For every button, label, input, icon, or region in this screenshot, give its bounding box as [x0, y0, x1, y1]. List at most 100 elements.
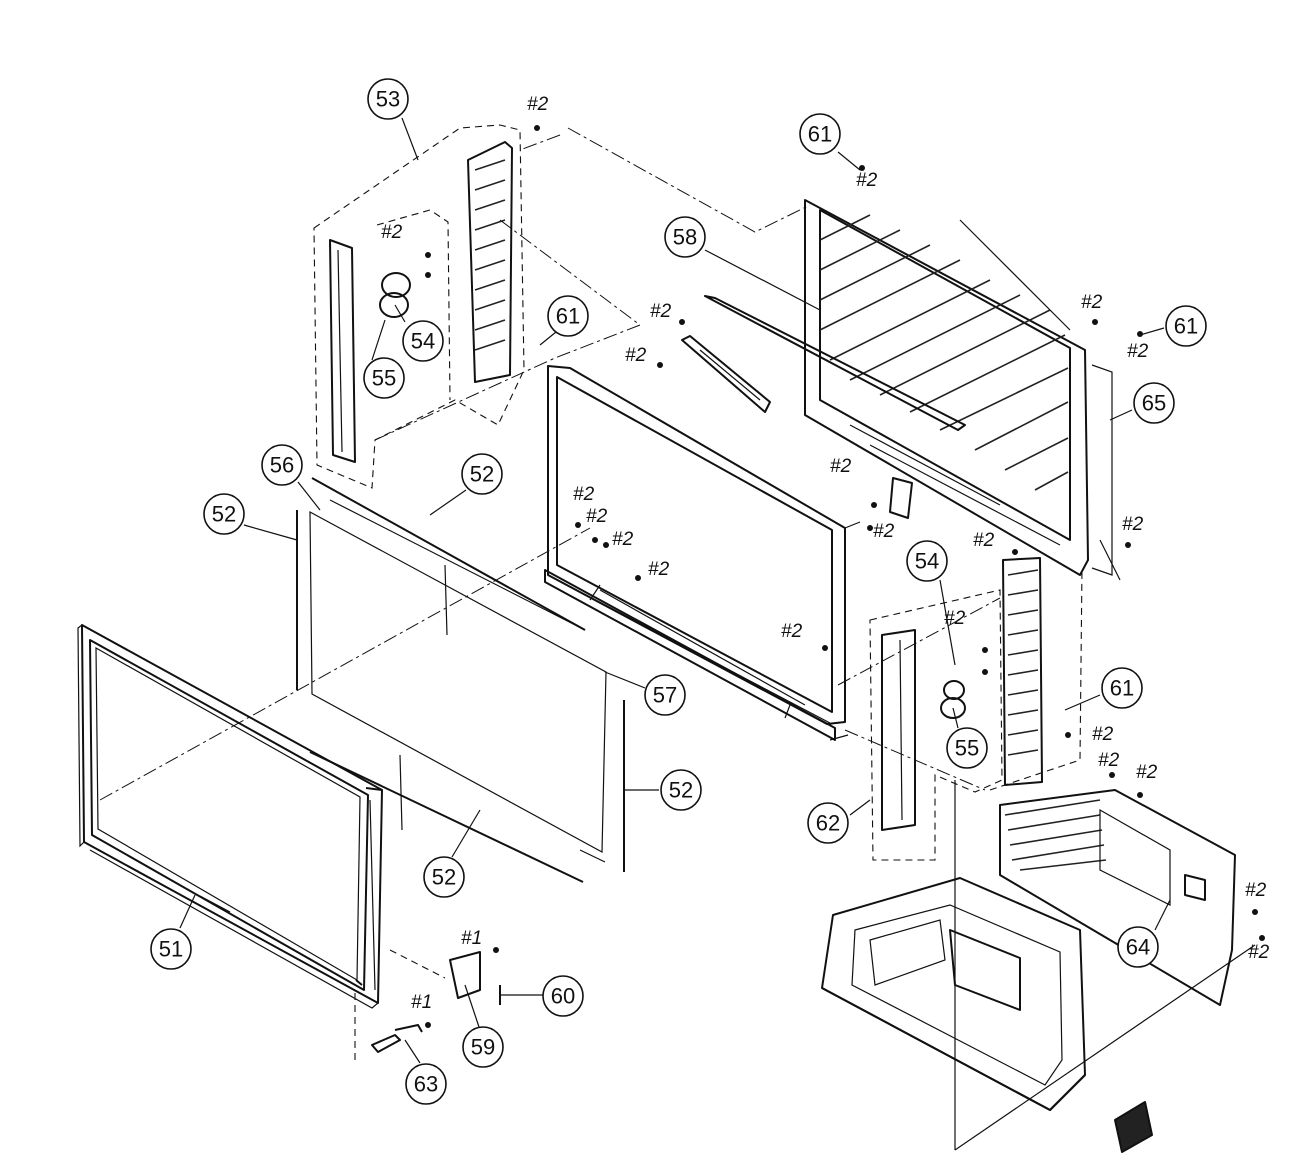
screw-label: #2	[873, 521, 895, 542]
screw-labels: #2#2#2#2#2#2#2#2#2#2#2#2#2#2#2#2#2#2#2#2…	[381, 94, 1270, 1013]
callout-c57: 57	[644, 674, 686, 716]
callout-c52d: 52	[423, 856, 465, 898]
screw-label: #2	[1081, 292, 1103, 313]
callout-circle	[1101, 667, 1143, 709]
callout-number: 61	[556, 304, 580, 329]
screw-label: #2	[586, 506, 608, 527]
callout-circle	[1165, 305, 1207, 347]
callout-number: 65	[1142, 391, 1166, 416]
callout-number: 60	[551, 984, 575, 1009]
screw-label: #2	[781, 621, 803, 642]
callout-circle	[423, 856, 465, 898]
callout-c52a: 52	[461, 453, 503, 495]
part-56-57-screen-panel	[99, 499, 607, 863]
callout-circle	[542, 975, 584, 1017]
callout-circle	[644, 674, 686, 716]
callout-circle	[402, 320, 444, 362]
callout-number: 58	[673, 225, 697, 250]
screw-label: #2	[944, 608, 966, 629]
screw-label: #2	[381, 222, 403, 243]
callout-circle	[462, 1026, 504, 1068]
callout-number: 52	[669, 778, 693, 803]
callout-c65: 65	[1133, 382, 1175, 424]
callout-c61d: 61	[1101, 667, 1143, 709]
callout-number: 52	[470, 462, 494, 487]
callout-circle	[363, 357, 405, 399]
callout-c53: 53	[367, 78, 409, 120]
screw-label: #2	[612, 529, 634, 550]
screw-label: #2	[573, 484, 595, 505]
callout-number: 61	[808, 122, 832, 147]
callout-circle	[547, 295, 589, 337]
screw-label: #2	[830, 456, 852, 477]
callout-c59: 59	[462, 1026, 504, 1068]
screw-label: #2	[1245, 880, 1267, 901]
callout-c51: 51	[150, 928, 192, 970]
screw-label: #2	[527, 94, 549, 115]
screw-label: #2	[1127, 341, 1149, 362]
part-52-edge-strips	[296, 477, 625, 883]
part-64-rear-cover	[999, 789, 1236, 1006]
callout-number: 54	[411, 329, 435, 354]
callout-number: 54	[915, 549, 939, 574]
callout-circle	[906, 540, 948, 582]
callout-number: 59	[471, 1035, 495, 1060]
callout-c58: 58	[664, 216, 706, 258]
callout-circle	[1133, 382, 1175, 424]
callout-circle	[150, 928, 192, 970]
screw-label: #2	[648, 559, 670, 580]
callout-number: 63	[414, 1072, 438, 1097]
callout-c56: 56	[261, 444, 303, 486]
callout-c54a: 54	[402, 320, 444, 362]
callout-number: 53	[376, 87, 400, 112]
callout-c54b: 54	[906, 540, 948, 582]
callout-circle	[664, 216, 706, 258]
callout-c52c: 52	[660, 769, 702, 811]
callout-c61b: 61	[1165, 305, 1207, 347]
parts-59-60-63-small	[354, 949, 543, 1060]
part-53-left-speaker-assembly	[313, 124, 525, 489]
callout-number: 61	[1174, 314, 1198, 339]
base-stand-assembly	[821, 780, 1256, 1153]
callout-c55b: 55	[946, 727, 988, 769]
callout-number: 61	[1110, 676, 1134, 701]
callout-circle	[946, 727, 988, 769]
callout-c62: 62	[807, 802, 849, 844]
callout-circle	[660, 769, 702, 811]
callout-number: 56	[270, 453, 294, 478]
callout-number: 55	[372, 366, 396, 391]
callout-c55a: 55	[363, 357, 405, 399]
callout-number: 62	[816, 811, 840, 836]
screw-label: #2	[1122, 514, 1144, 535]
leader-lines	[179, 117, 1171, 1064]
screw-label: #1	[461, 928, 482, 949]
callout-circle	[203, 493, 245, 535]
callout-c61c: 61	[547, 295, 589, 337]
screw-label: #2	[1136, 762, 1158, 783]
screw-label: #2	[1092, 724, 1114, 745]
callout-number: 57	[653, 683, 677, 708]
part-58-brackets	[681, 295, 966, 431]
part-62-right-speaker-assembly	[869, 557, 1083, 861]
callout-circle	[461, 453, 503, 495]
callout-number: 52	[432, 865, 456, 890]
callout-circle	[405, 1063, 447, 1105]
part-58-rear-cabinet-frame	[804, 199, 1121, 581]
callout-c61a: 61	[799, 113, 841, 155]
callout-circle	[799, 113, 841, 155]
screw-label: #1	[411, 992, 432, 1013]
chassis-frame	[544, 365, 1001, 791]
screw-label: #2	[856, 170, 878, 191]
screw-label: #2	[650, 301, 672, 322]
screw-label: #2	[625, 345, 647, 366]
screw-label: #2	[1098, 750, 1120, 771]
callout-c64: 64	[1117, 926, 1159, 968]
part-51-front-bezel	[77, 623, 383, 1009]
callout-circle	[807, 802, 849, 844]
callout-labels: 53 61 58 61 54 61 55 65 56 52 52 54 57 61 55 52 62 52 51 64…	[150, 78, 1207, 1105]
callout-circle	[1117, 926, 1159, 968]
callout-c63: 63	[405, 1063, 447, 1105]
callout-circle	[367, 78, 409, 120]
callout-number: 51	[159, 937, 183, 962]
callout-number: 52	[212, 502, 236, 527]
